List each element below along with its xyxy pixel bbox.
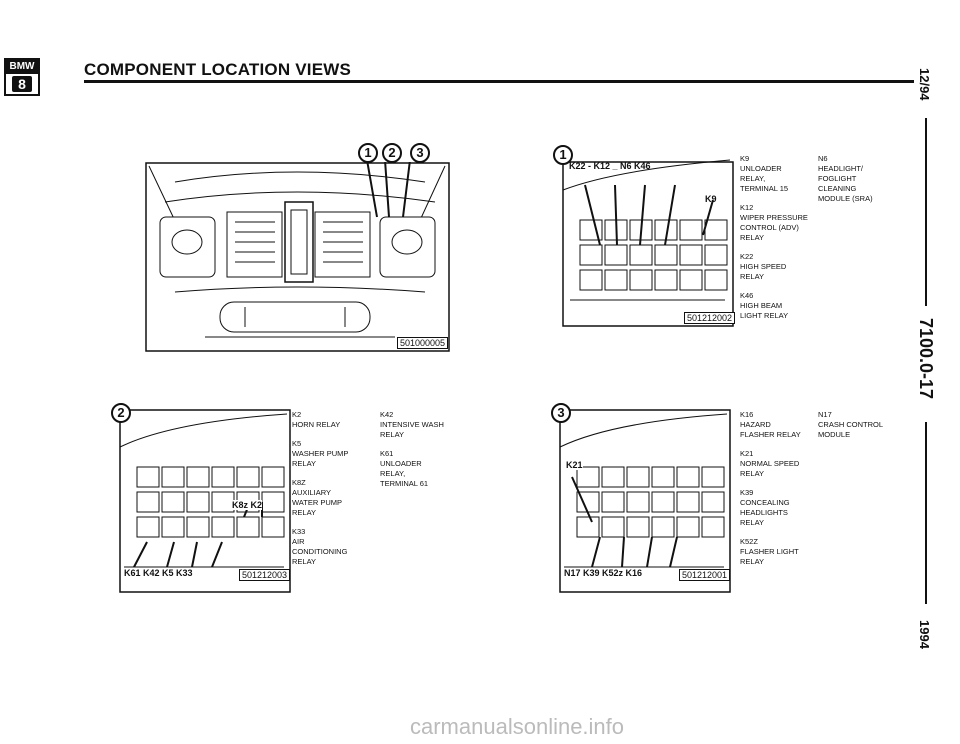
- side-line-2: [925, 422, 927, 604]
- side-line-1: [925, 118, 927, 306]
- legend-k39: K39 CONCEALING HEADLIGHTS RELAY: [740, 488, 790, 527]
- engine-illustration: [145, 159, 450, 352]
- panel-1-legend-col2: N6 HEADLIGHT/ FOGLIGHT CLEANING MODULE (…: [818, 154, 908, 213]
- relay-panel-2: K8z K2 K61 K42 K5 K33 501212003: [112, 402, 292, 594]
- relay-box-1-illustration: [562, 159, 734, 327]
- panel-1-part-number: 501212002: [683, 312, 735, 324]
- legend-k2: K2 HORN RELAY: [292, 410, 341, 429]
- panel-2-legend-col2: K42 INTENSIVE WASH RELAY K61 UNLOADER RE…: [380, 410, 470, 498]
- legend-k46: K46 HIGH BEAM LIGHT RELAY: [740, 291, 789, 320]
- panel-2-part-number: 501212003: [238, 569, 290, 581]
- logo-bottom: 8: [12, 76, 32, 92]
- legend-k52z: K52z FLASHER LIGHT RELAY: [740, 537, 799, 566]
- panel-3-legend-col1: K16 HAZARD FLASHER RELAY K21 NORMAL SPEE…: [740, 410, 820, 576]
- legend-k5: K5 WASHER PUMP RELAY: [292, 439, 349, 468]
- legend-k12: K12 WIPER PRESSURE CONTROL (ADV) RELAY: [740, 203, 808, 242]
- panel-3-callout-top: K21: [566, 460, 583, 470]
- side-year: 1994: [917, 620, 932, 649]
- side-page-number: 7100.0-17: [916, 318, 936, 400]
- legend-n6: N6 HEADLIGHT/ FOGLIGHT CLEANING MODULE (…: [818, 154, 873, 203]
- engine-callout-2: 2: [382, 143, 402, 163]
- legend-k21: K21 NORMAL SPEED RELAY: [740, 449, 800, 478]
- logo-top: BMW: [6, 60, 38, 74]
- page-title: COMPONENT LOCATION VIEWS: [84, 60, 352, 79]
- panel-1-legend-col1: K9 UNLOADER RELAY, TERMINAL 15 K12 WIPER…: [740, 154, 820, 330]
- relay-box-3-illustration: [559, 409, 731, 593]
- legend-n17: N17 CRASH CONTROL MODULE: [818, 410, 884, 439]
- relay-box-2-illustration: [119, 409, 291, 593]
- panel-3-number: 3: [551, 403, 571, 423]
- bmw-8-logo: BMW 8: [4, 58, 40, 96]
- panel-1-callout-codes: K22 - K12 _ N6 K46: [569, 161, 651, 171]
- legend-k9: K9 UNLOADER RELAY, TERMINAL 15: [740, 154, 789, 193]
- engine-compartment-view: 501000005: [145, 159, 450, 352]
- panel-1-callout-k9: K9: [705, 194, 717, 204]
- panel-2-legend-col1: K2 HORN RELAY K5 WASHER PUMP RELAY K8z A…: [292, 410, 377, 576]
- watermark-text: carmanualsonline.info: [410, 714, 625, 739]
- engine-callout-1: 1: [358, 143, 378, 163]
- panel-3-part-number: 501212001: [678, 569, 730, 581]
- panel-1-number: 1: [553, 145, 573, 165]
- relay-panel-3: K21 N17 K39 K52z K16 501212001: [552, 402, 732, 594]
- panel-3-legend-col2: N17 CRASH CONTROL MODULE: [818, 410, 908, 449]
- legend-k33: K33 AIR CONDITIONING RELAY: [292, 527, 348, 566]
- legend-k42: K42 INTENSIVE WASH RELAY: [380, 410, 444, 439]
- engine-part-number: 501000005: [396, 337, 448, 349]
- legend-k16: K16 HAZARD FLASHER RELAY: [740, 410, 801, 439]
- panel-2-callout-top: K8z K2: [232, 500, 263, 510]
- legend-k22: K22 HIGH SPEED RELAY: [740, 252, 787, 281]
- legend-k61: K61 UNLOADER RELAY, TERMINAL 61: [380, 449, 429, 488]
- engine-callout-3: 3: [410, 143, 430, 163]
- title-rule: [84, 80, 914, 83]
- relay-panel-1: K22 - K12 _ N6 K46 K9 501212002: [555, 150, 735, 328]
- panel-2-callout-bottom: K61 K42 K5 K33: [124, 568, 193, 578]
- panel-3-callout-bottom: N17 K39 K52z K16: [564, 568, 643, 578]
- panel-2-number: 2: [111, 403, 131, 423]
- legend-k8z: K8z AUXILIARY WATER PUMP RELAY: [292, 478, 342, 517]
